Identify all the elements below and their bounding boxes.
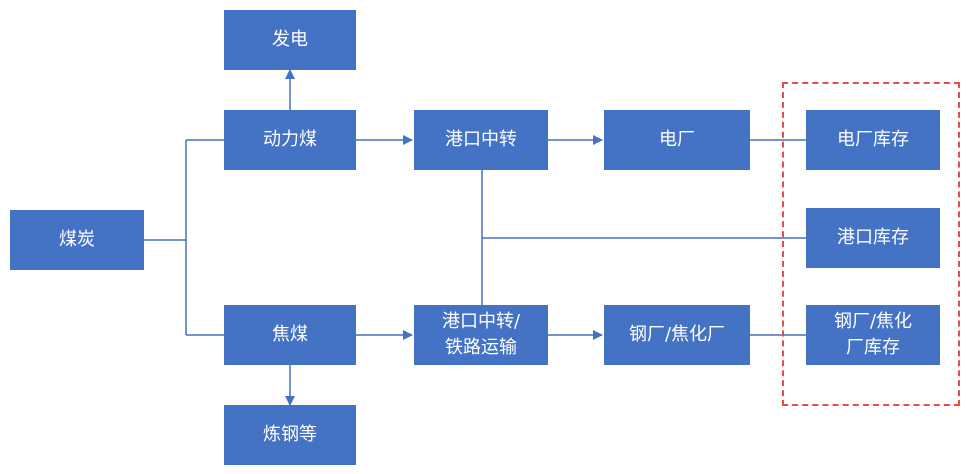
node-port-stock: 港口库存 [806, 208, 940, 268]
node-power-plant-stock: 电厂库存 [806, 110, 940, 170]
node-port-rail-transport: 港口中转/ 铁路运输 [414, 305, 548, 365]
node-power-coal: 动力煤 [224, 110, 356, 170]
node-coking-coal: 焦煤 [224, 305, 356, 365]
node-steel-coke-plant: 钢厂/焦化厂 [604, 305, 750, 365]
node-port-transfer: 港口中转 [414, 110, 548, 170]
node-steel-coke-stock: 钢厂/焦化 厂库存 [806, 305, 940, 365]
node-steelmaking: 炼钢等 [224, 405, 356, 465]
node-power-generation: 发电 [224, 10, 356, 70]
node-coal: 煤炭 [10, 210, 144, 270]
node-power-plant: 电厂 [604, 110, 750, 170]
inventory-group-border [782, 82, 960, 406]
